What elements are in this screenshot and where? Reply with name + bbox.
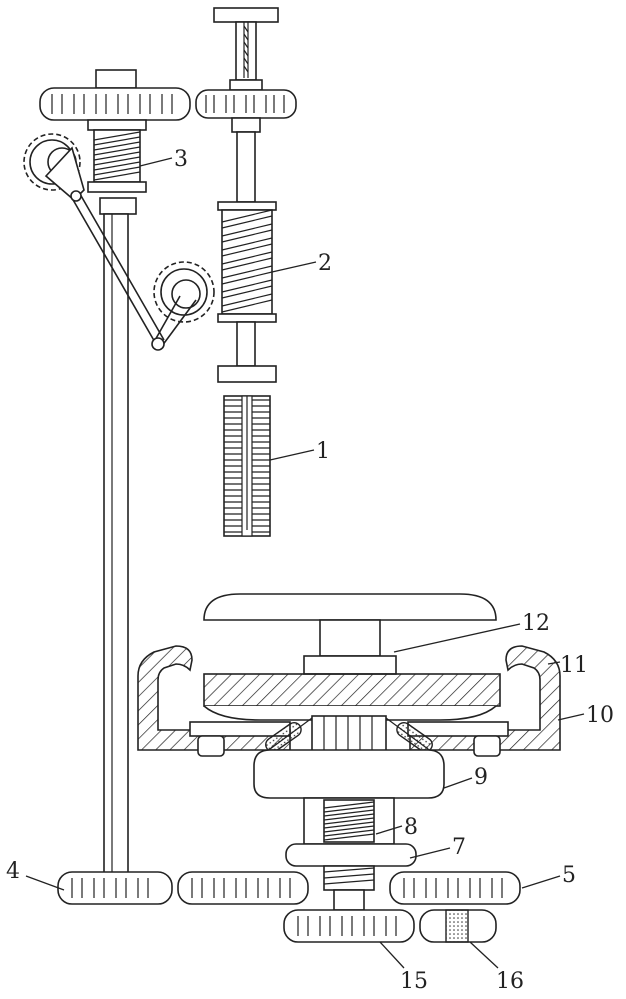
label-11: 11 (560, 653, 588, 678)
spring-3 (94, 130, 140, 182)
middle-left-gear (178, 872, 308, 904)
label-8: 8 (404, 815, 418, 840)
brush-1 (224, 396, 270, 536)
label-10: 10 (586, 703, 614, 728)
label-7: 7 (452, 835, 466, 860)
gear-5 (390, 872, 520, 904)
label-2: 2 (318, 251, 332, 276)
part-labels: 1 2 3 4 5 7 8 9 10 11 12 15 16 (6, 147, 614, 994)
label-3: 3 (174, 147, 188, 172)
spring-8 (324, 800, 374, 842)
right-sprocket (154, 262, 214, 322)
right-shaft-assembly (196, 8, 296, 536)
gear-15 (284, 910, 414, 942)
label-1: 1 (316, 439, 330, 464)
gear-4 (58, 872, 172, 904)
label-12: 12 (522, 611, 550, 636)
left-pole-assembly (24, 70, 214, 874)
element-16 (420, 910, 496, 942)
label-15: 15 (400, 969, 428, 994)
label-5: 5 (562, 863, 576, 888)
screw-2 (218, 202, 276, 322)
label-16: 16 (496, 969, 524, 994)
right-upper-gear (196, 90, 296, 118)
left-upper-gear (40, 88, 190, 120)
label-9: 9 (474, 765, 488, 790)
label-4: 4 (6, 859, 20, 884)
